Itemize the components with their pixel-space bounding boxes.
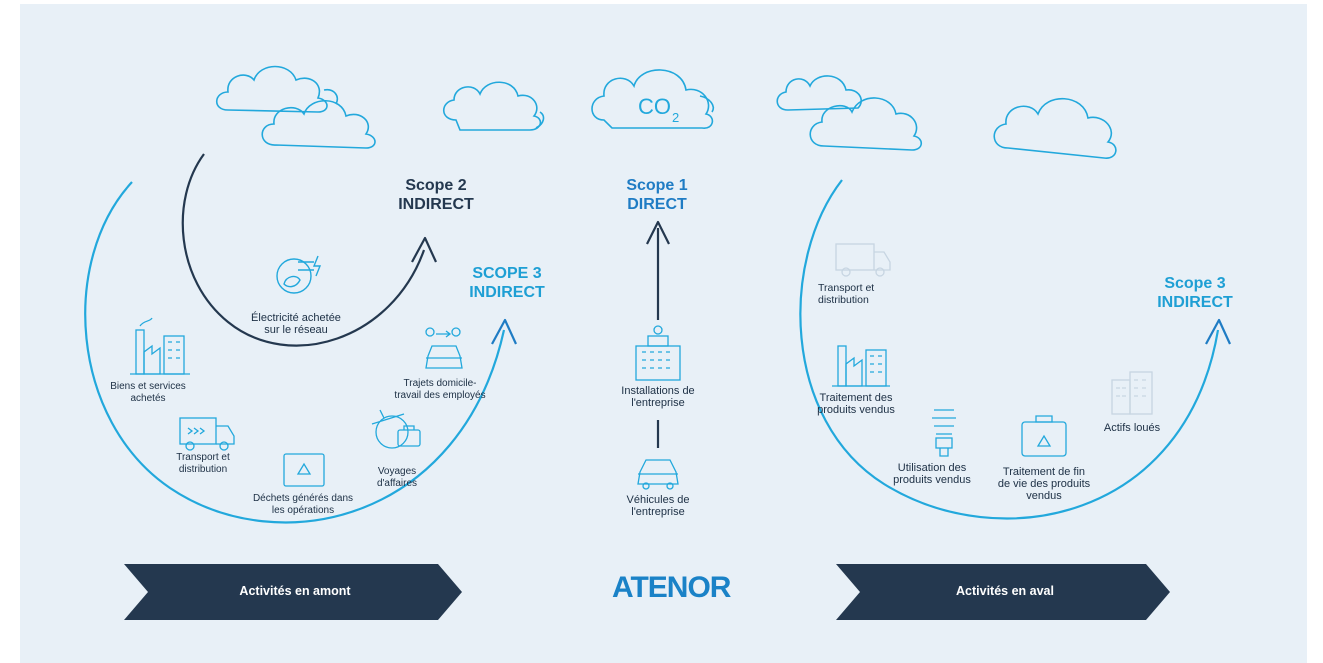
label-waste: Déchets générés dans les opérations <box>238 493 368 517</box>
scope2-title-line2: INDIRECT <box>398 196 474 213</box>
scope2-title-line1: Scope 2 <box>405 177 467 194</box>
scope3-upstream-title: SCOPE 3 INDIRECT <box>462 264 552 302</box>
label-line: produits vendus <box>893 474 971 486</box>
factory-icon <box>832 345 890 387</box>
label-line: distribution <box>818 294 869 306</box>
scope3-downstream-title-line2: INDIRECT <box>1157 294 1233 311</box>
cloud-icon <box>776 75 923 151</box>
scope3-upstream-title-line1: SCOPE 3 <box>472 265 542 282</box>
light-bulb-icon <box>932 409 956 457</box>
recycle-bin-icon <box>1021 415 1067 457</box>
scope2-arc <box>181 153 426 347</box>
label-line: produits vendus <box>817 404 895 416</box>
label-line: achetés <box>130 393 166 404</box>
scope1-title: Scope 1 DIRECT <box>612 176 702 214</box>
arrow-head-icon <box>491 318 517 345</box>
label-line: Voyages <box>377 466 417 477</box>
label-line: les opérations <box>271 505 335 516</box>
label-electricity: Électricité achetée sur le réseau <box>236 312 356 336</box>
cloud-icon <box>215 65 545 149</box>
scope3-downstream-title: Scope 3 INDIRECT <box>1150 274 1240 312</box>
label-line: Véhicules de <box>626 494 690 506</box>
label-line: Traitement de fin <box>1002 466 1086 478</box>
downstream-banner <box>836 564 1170 620</box>
scope3-upstream-title-line2: INDIRECT <box>469 284 545 301</box>
arrow-head-icon <box>646 220 670 245</box>
cloud-icon <box>993 97 1117 159</box>
scope1-title-line1: Scope 1 <box>626 177 688 194</box>
commute-car-icon <box>425 327 463 369</box>
electric-plug-icon <box>276 255 322 294</box>
scope3-upstream-arc <box>84 181 506 524</box>
label-line: vendus <box>1026 490 1062 502</box>
factory-icon <box>130 317 190 375</box>
label-line: Déchets générés dans <box>252 493 354 504</box>
co2-subscript: 2 <box>672 110 679 125</box>
label-line: Électricité achetée <box>251 312 341 324</box>
label-line: distribution <box>178 464 228 475</box>
label-business-travel: Voyages d'affaires <box>362 466 432 490</box>
label-use: Utilisation des produits vendus <box>880 462 984 486</box>
label-facilities: Installations de l'entreprise <box>604 385 712 409</box>
arrow-head-icon <box>1205 318 1231 345</box>
label-goods: Biens et services achetés <box>98 381 198 405</box>
upstream-banner <box>124 564 462 620</box>
label-line: Installations de <box>621 385 695 397</box>
label-transport-downstream: Transport et distribution <box>818 282 908 306</box>
label-line: Transport et <box>176 452 230 463</box>
label-line: Biens et services <box>110 381 186 392</box>
label-end-of-life: Traitement de fin de vie des produits ve… <box>986 466 1102 502</box>
downstream-banner-label: Activités en aval <box>956 584 1054 598</box>
upstream-banner-label: Activités en amont <box>239 584 351 598</box>
scope1-title-line2: DIRECT <box>627 196 687 213</box>
scope3-downstream-arc <box>799 179 1220 520</box>
label-line: Trajets domicile- <box>403 378 477 389</box>
background-panel <box>20 4 1307 663</box>
plane-globe-icon <box>371 409 421 449</box>
recycle-bin-icon <box>283 453 325 487</box>
label-line: Traitement des <box>819 392 893 404</box>
car-icon <box>637 459 679 490</box>
label-line: Utilisation des <box>897 462 967 474</box>
building-icon <box>1111 371 1153 415</box>
truck-icon <box>179 417 235 451</box>
label-transport-upstream: Transport et distribution <box>158 452 248 476</box>
label-line: Transport et <box>818 282 875 294</box>
building-icon <box>635 325 681 381</box>
label-line: Actifs loués <box>1103 422 1161 434</box>
atenor-logo: ATENOR <box>612 571 731 604</box>
label-line: travail des employés <box>394 390 486 401</box>
label-line: de vie des produits <box>997 478 1091 490</box>
label-commuting: Trajets domicile- travail des employés <box>382 378 498 402</box>
label-line: d'affaires <box>376 478 418 489</box>
label-line: sur le réseau <box>264 324 328 336</box>
label-vehicles: Véhicules de l'entreprise <box>604 494 712 518</box>
scope3-downstream-title-line1: Scope 3 <box>1164 275 1226 292</box>
co2-cloud-icon <box>591 69 715 129</box>
arrow-head-icon <box>411 236 437 263</box>
label-line: l'entreprise <box>631 506 685 518</box>
cloud-icon <box>442 81 542 131</box>
scope2-title: Scope 2 INDIRECT <box>396 176 476 214</box>
label-processing: Traitement des produits vendus <box>806 392 906 416</box>
co2-label: CO <box>638 94 671 119</box>
truck-icon <box>835 243 891 277</box>
label-leased-assets: Actifs loués <box>1092 422 1172 434</box>
label-line: l'entreprise <box>631 397 685 409</box>
